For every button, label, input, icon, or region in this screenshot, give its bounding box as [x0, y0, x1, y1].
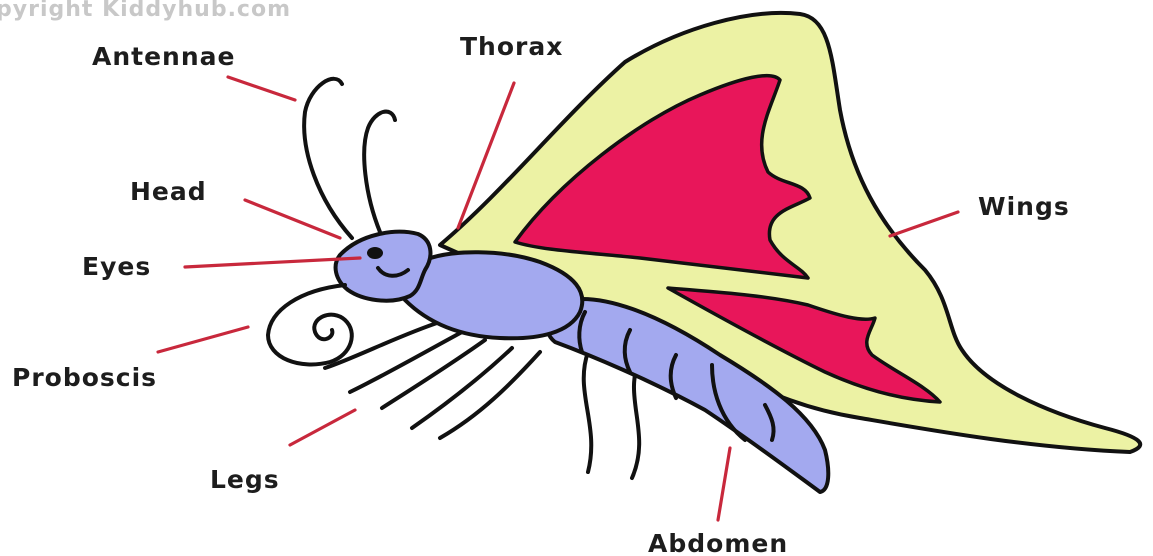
- leg-1: [325, 322, 440, 368]
- label-head: Head: [130, 177, 207, 206]
- leg-2: [350, 332, 462, 392]
- leg-4: [412, 348, 512, 428]
- label-thorax: Thorax: [460, 32, 563, 61]
- label-wings: Wings: [978, 192, 1070, 221]
- watermark-text: pyright Kiddyhub.com: [0, 0, 291, 22]
- label-proboscis: Proboscis: [12, 363, 157, 392]
- leg-3: [382, 340, 485, 408]
- eye: [367, 247, 383, 259]
- proboscis: [268, 285, 352, 364]
- label-eyes: Eyes: [82, 252, 151, 281]
- label-abdomen: Abdomen: [648, 529, 788, 556]
- label-antennae: Antennae: [92, 42, 235, 71]
- antennae: [304, 79, 395, 238]
- head: [336, 232, 431, 301]
- label-legs: Legs: [210, 465, 280, 494]
- leg-6: [584, 352, 592, 472]
